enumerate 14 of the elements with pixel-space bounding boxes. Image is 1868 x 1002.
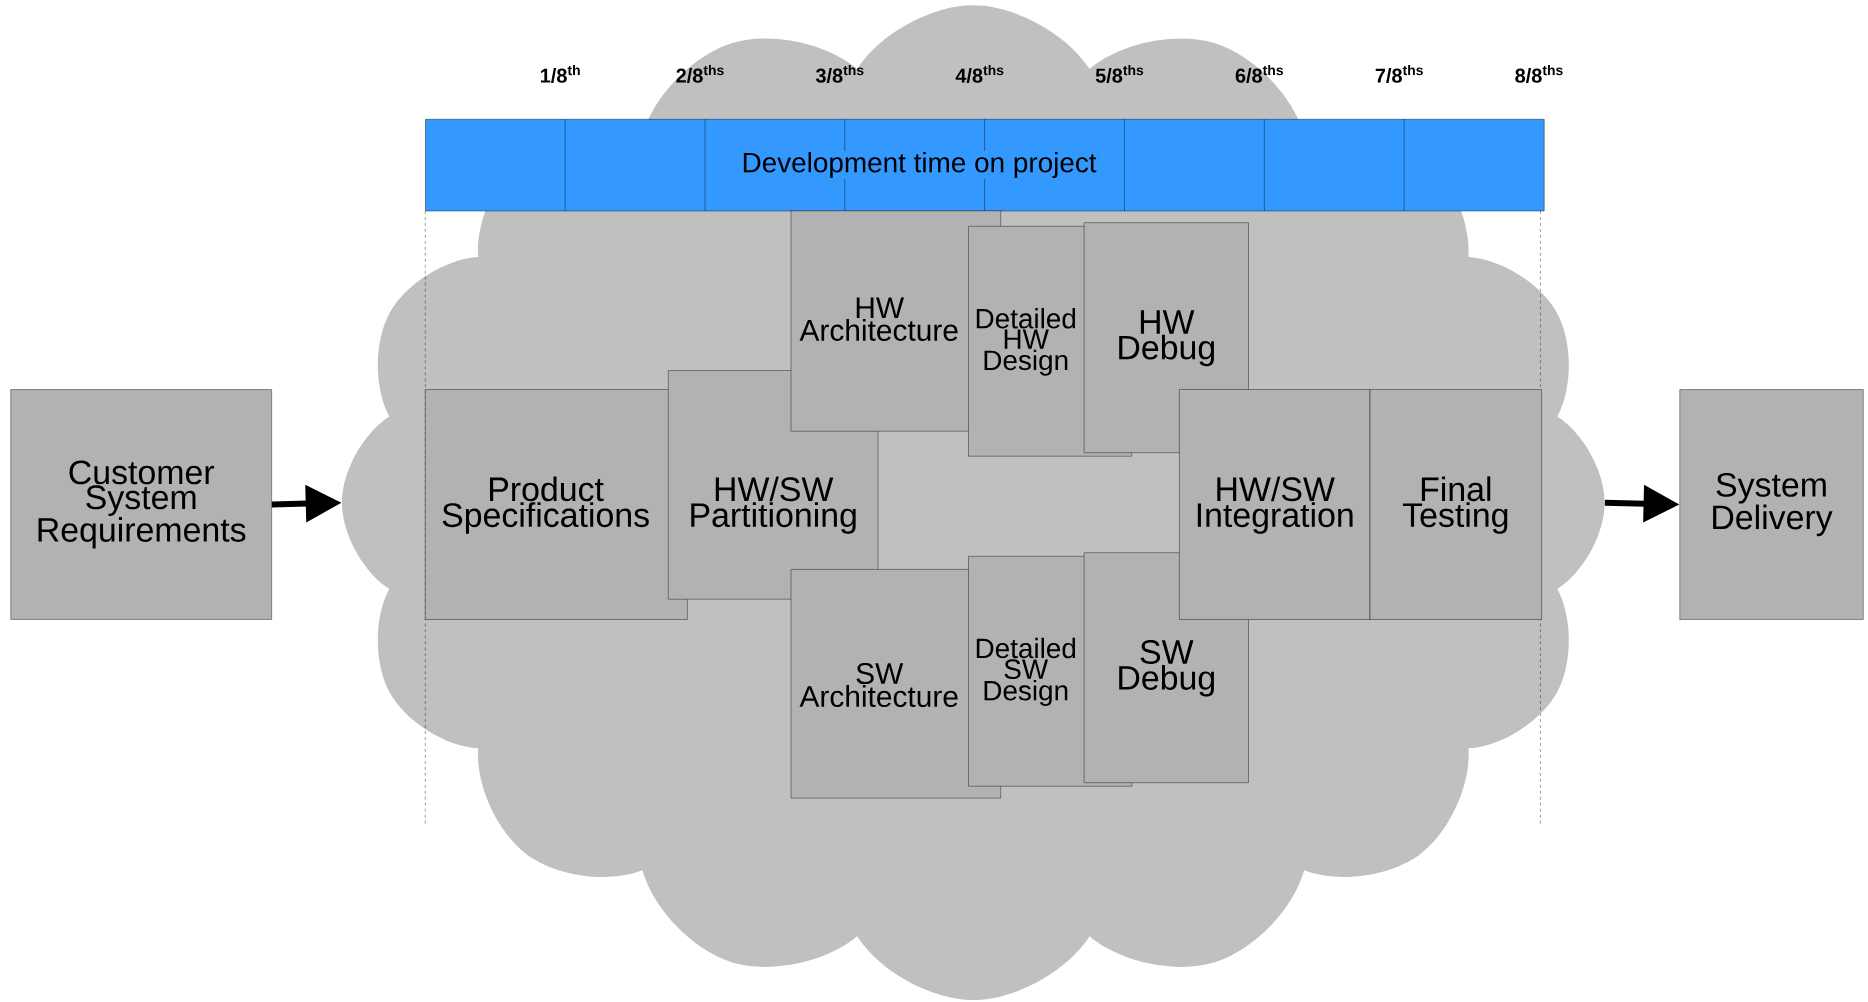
time-label: 3/8$^{ths}$ [815,64,864,83]
time-label: 7/8$^{ths}$ [1375,64,1423,83]
time-label: 2/8$^{ths}$ [676,64,724,83]
timeline-bar: Development time on project [425,118,1545,212]
process-box: Customer System Requirements [10,389,272,620]
time-label: 1/8$^{th}$ [541,64,580,83]
time-label: 6/8$^{ths}$ [1235,64,1283,83]
task-box: Final Testing [1369,389,1542,620]
time-label: 4/8$^{ths}$ [955,64,1004,83]
process-box: System Delivery [1679,389,1864,620]
task-box: Product Specifications [425,389,688,620]
task-box: HW/SW Integration [1179,389,1371,620]
time-label: 8/8$^{ths}$ [1515,64,1563,83]
time-label: 5/8$^{ths}$ [1095,64,1144,83]
